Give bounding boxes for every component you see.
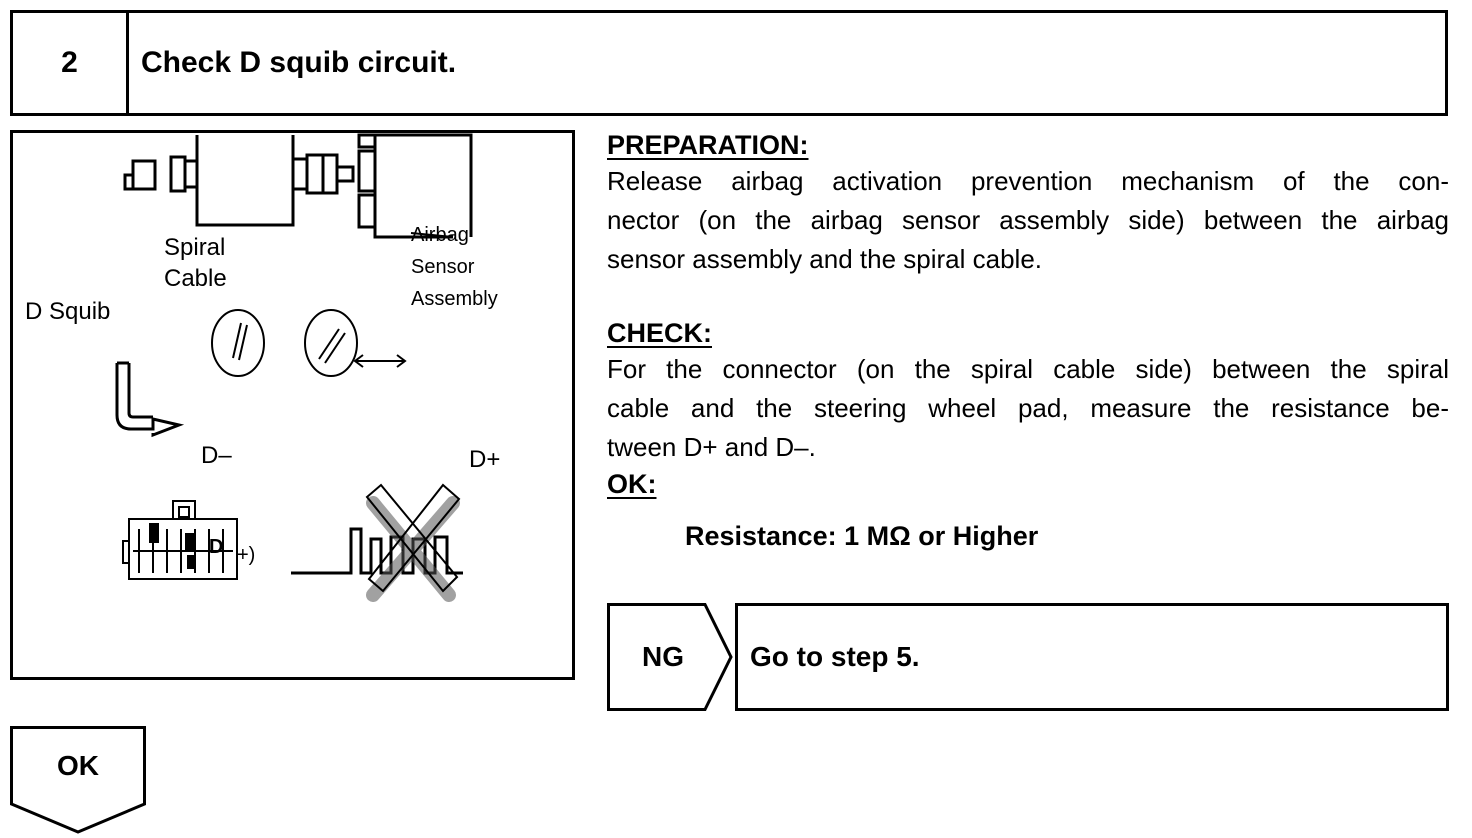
- spiral-cable-label-2: Cable: [164, 265, 227, 292]
- ng-action-text: Go to step 5.: [750, 641, 920, 672]
- airbag-sensor-label-3: Assembly: [411, 288, 498, 310]
- svg-text:D: D: [209, 536, 223, 558]
- step-number: 2: [13, 13, 129, 113]
- ng-action-box: Go to step 5.: [735, 603, 1449, 711]
- wiring-illustration: D Spiral Cable Airbag Sensor Assembly D …: [10, 130, 575, 680]
- preparation-heading: PREPARATION:: [607, 130, 809, 160]
- ng-tab-outline: [607, 603, 733, 711]
- resistance-spec: Resistance: 1 MΩ or Higher: [685, 521, 1039, 551]
- d-plus-label: D+: [469, 446, 501, 473]
- connector-polarity-mark: +): [237, 544, 256, 566]
- step-header: 2 Check D squib circuit.: [10, 10, 1448, 116]
- ok-label: OK: [57, 750, 99, 781]
- preparation-line-3: sensor assembly and the spiral cable.: [607, 244, 1043, 274]
- preparation-line-2: nector (on the airbag sensor assembly si…: [607, 205, 1449, 235]
- spiral-cable-label-1: Spiral: [164, 234, 226, 261]
- procedure-text: PREPARATION: Release airbag activation p…: [607, 128, 1449, 553]
- step-title: Check D squib circuit.: [141, 46, 457, 79]
- ok-result-tab: OK: [10, 726, 146, 834]
- check-line-1: For the connector (on the spiral cable s…: [607, 354, 1449, 384]
- connector-diagram: D: [115, 133, 473, 602]
- airbag-sensor-label-1: Airbag: [411, 224, 469, 246]
- check-heading: CHECK:: [607, 318, 712, 348]
- ok-heading: OK:: [607, 469, 657, 499]
- check-line-3: tween D+ and D–.: [607, 432, 816, 462]
- check-line-2: cable and the steering wheel pad, measur…: [607, 393, 1449, 423]
- ng-result-tab: NG: [607, 603, 733, 711]
- d-squib-label: D Squib: [25, 298, 111, 325]
- airbag-sensor-label-2: Sensor: [411, 256, 475, 278]
- ng-label: NG: [642, 641, 684, 672]
- preparation-line-1: Release airbag activation prevention mec…: [607, 166, 1449, 196]
- ok-tab-outline: [10, 726, 146, 834]
- d-minus-label: D–: [201, 442, 232, 469]
